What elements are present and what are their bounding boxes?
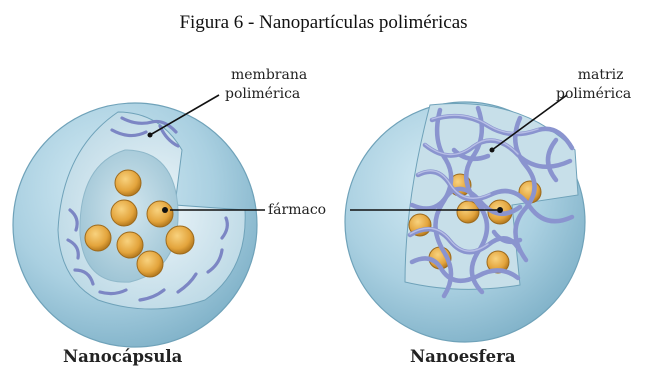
- label-membrana-line2: polimérica: [225, 85, 307, 104]
- drug-particle: [166, 226, 194, 254]
- drug-particle: [111, 200, 137, 226]
- drug-particle: [147, 201, 173, 227]
- nanosphere: [345, 102, 585, 342]
- label-matriz-line2: polimérica: [556, 85, 631, 104]
- caption-nanoesfera: Nanoesfera: [410, 347, 516, 366]
- nanocapsule: [13, 103, 257, 347]
- drug-particle: [85, 225, 111, 251]
- drug-particle: [115, 170, 141, 196]
- drug-particle: [117, 232, 143, 258]
- label-matriz-line1: matriz: [556, 66, 631, 85]
- label-membrana-polimerica: membrana polimérica: [225, 66, 307, 104]
- label-membrana-line1: membrana: [225, 66, 307, 85]
- caption-nanocapsula: Nanocápsula: [63, 347, 182, 366]
- label-farmaco: fármaco: [268, 201, 326, 220]
- drug-particle: [137, 251, 163, 277]
- label-matriz-polimerica: matriz polimérica: [556, 66, 631, 104]
